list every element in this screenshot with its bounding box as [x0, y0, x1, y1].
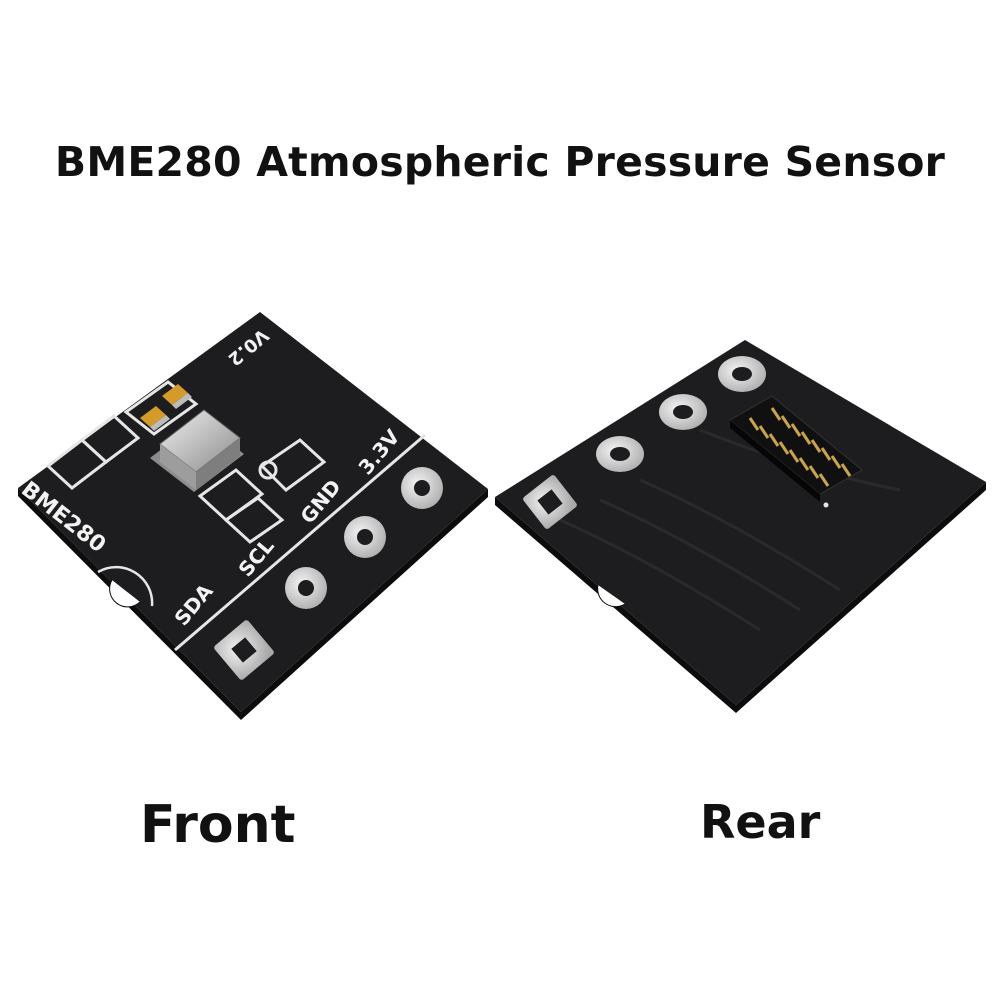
sensor-chip [150, 409, 244, 492]
front-caption: Front [140, 795, 296, 855]
front-board: BME280 V0.2 SDA SCL GND 3.3V [16, 312, 488, 720]
rear-pads [523, 356, 766, 529]
board-connector [729, 395, 863, 508]
front-pads [214, 467, 443, 680]
page-title: BME280 Atmospheric Pressure Sensor [54, 138, 946, 186]
rear-caption: Rear [700, 795, 821, 849]
rear-board [495, 340, 986, 713]
